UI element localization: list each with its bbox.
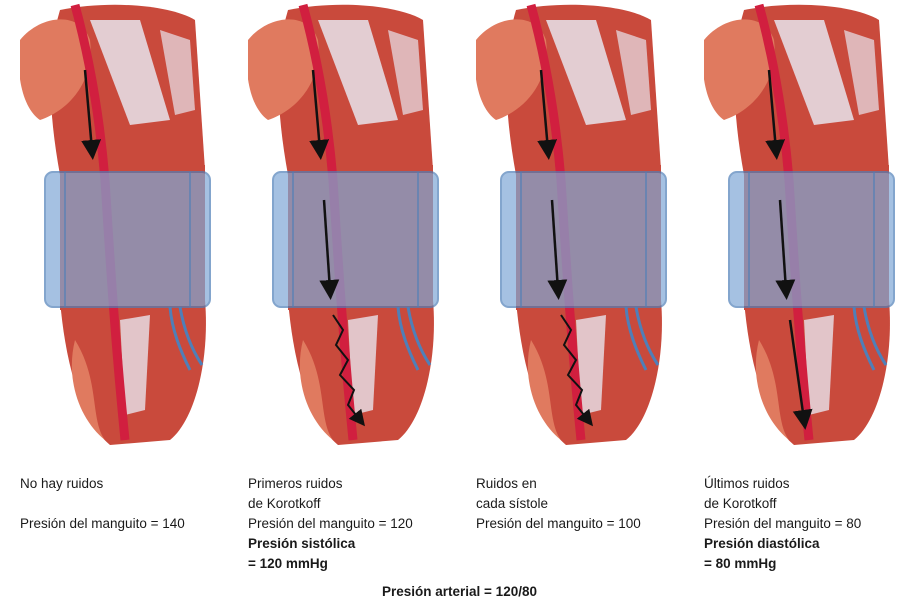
caption-line: de Korotkoff xyxy=(704,494,914,514)
pressure-cuff xyxy=(729,172,894,307)
pressure-cuff xyxy=(273,172,438,307)
caption-line: Últimos ruidos xyxy=(704,474,914,494)
caption-line xyxy=(20,494,230,514)
arm-illustration-each-systole xyxy=(476,0,686,470)
arm-illustration-first-korotkoff xyxy=(248,0,458,470)
caption-line: cada sístole xyxy=(476,494,686,514)
blood-pressure-summary: Presión arterial = 120/80 xyxy=(0,584,919,599)
caption-line: Presión del manguito = 120 xyxy=(248,514,458,534)
systolic-label: Presión sistólica xyxy=(248,534,458,554)
pressure-cuff xyxy=(45,172,210,307)
panel-each-systole: Ruidos en cada sístole Presión del mangu… xyxy=(476,0,686,612)
panel-last-korotkoff: Últimos ruidos de Korotkoff Presión del … xyxy=(704,0,914,612)
caption-line: Presión del manguito = 80 xyxy=(704,514,914,534)
caption-last-korotkoff: Últimos ruidos de Korotkoff Presión del … xyxy=(704,474,914,574)
arm-illustration-no-sounds xyxy=(20,0,230,470)
caption-each-systole: Ruidos en cada sístole Presión del mangu… xyxy=(476,474,686,534)
caption-line: de Korotkoff xyxy=(248,494,458,514)
caption-line: Presión del manguito = 100 xyxy=(476,514,686,534)
panel-first-korotkoff: Primeros ruidos de Korotkoff Presión del… xyxy=(248,0,458,612)
pressure-cuff xyxy=(501,172,666,307)
caption-first-korotkoff: Primeros ruidos de Korotkoff Presión del… xyxy=(248,474,458,574)
diastolic-label: Presión diastólica xyxy=(704,534,914,554)
systolic-value: = 120 mmHg xyxy=(248,554,458,574)
diastolic-value: = 80 mmHg xyxy=(704,554,914,574)
caption-no-sounds: No hay ruidos Presión del manguito = 140 xyxy=(20,474,230,534)
caption-line: No hay ruidos xyxy=(20,474,230,494)
caption-line: Ruidos en xyxy=(476,474,686,494)
panel-no-sounds: No hay ruidos Presión del manguito = 140 xyxy=(20,0,230,612)
arm-illustration-last-korotkoff xyxy=(704,0,914,470)
caption-line: Primeros ruidos xyxy=(248,474,458,494)
caption-line: Presión del manguito = 140 xyxy=(20,514,230,534)
